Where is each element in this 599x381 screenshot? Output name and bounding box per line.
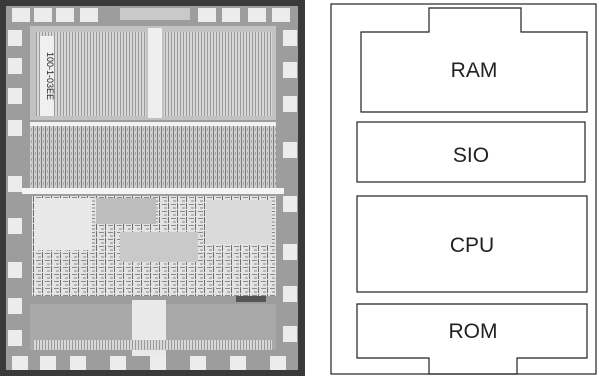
chip-marking: 100-1-03EE (45, 52, 55, 100)
sio-label: SIO (453, 144, 489, 167)
bond-pads-top (12, 8, 290, 22)
die-divider (22, 188, 284, 194)
bond-pads-bottom (12, 356, 286, 370)
die-sio-region (30, 122, 276, 188)
rom-block (356, 303, 588, 375)
rom-label: ROM (449, 320, 498, 343)
ram-block (360, 7, 588, 113)
bond-pads-left (8, 30, 22, 346)
cpu-label: CPU (450, 234, 494, 257)
bond-pads-right (283, 30, 297, 342)
die-rom-region (30, 300, 276, 356)
die-photo: 100-1-03EE (0, 0, 305, 376)
die-photo-svg: 100-1-03EE (0, 0, 305, 376)
block-diagram: RAM SIO CPU ROM (305, 0, 599, 376)
block-diagram-svg: RAM SIO CPU ROM (330, 3, 597, 375)
ram-label: RAM (451, 59, 498, 82)
die-cpu-region (32, 196, 276, 302)
die-ram-region: 100-1-03EE (30, 26, 276, 120)
cpu-block (356, 195, 588, 293)
sio-block (356, 121, 586, 183)
